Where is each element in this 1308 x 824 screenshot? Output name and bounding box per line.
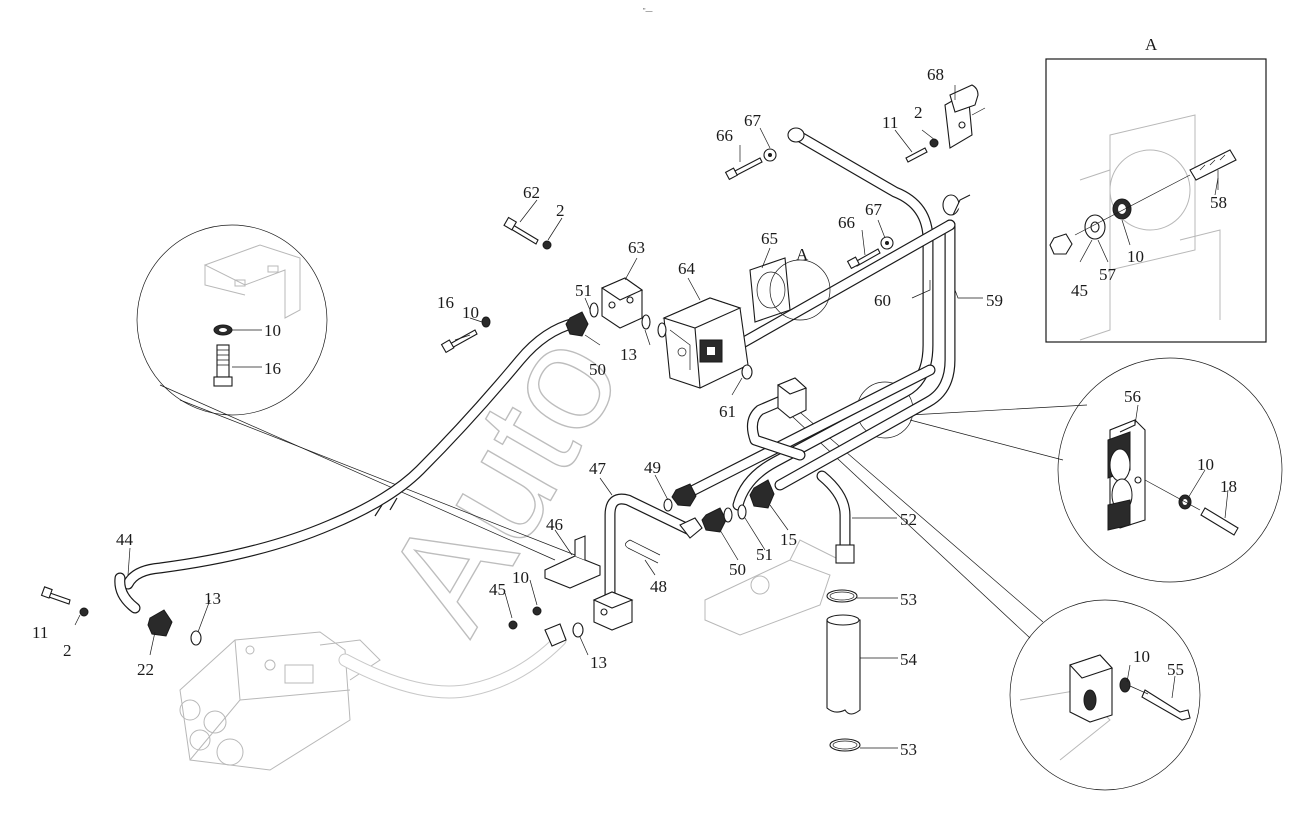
- gasket-65: [749, 257, 831, 323]
- callout-13: 13: [620, 345, 637, 364]
- background-hose: [338, 633, 567, 699]
- callout-54: 54: [900, 650, 918, 669]
- tube-52: [816, 470, 855, 564]
- callout-49: 49: [644, 458, 661, 477]
- callout-63: 63: [628, 238, 645, 257]
- callout-44: 44: [116, 530, 134, 549]
- callout-61: 61: [719, 402, 736, 421]
- callout-62: 62: [523, 183, 540, 202]
- callout-56: 56: [1124, 387, 1141, 406]
- callout-59: 59: [986, 291, 1003, 310]
- callout-67: 67: [744, 111, 762, 130]
- callout-labels: 68 2 11 66 67 66 67 62 2 63 64 65 A 10 1…: [32, 35, 1237, 759]
- callout-A: A: [796, 245, 809, 264]
- callout-10: 10: [1133, 647, 1150, 666]
- detail-title-A: A: [1145, 35, 1158, 54]
- detail-circle-left: [136, 224, 576, 561]
- leader-lines: [74, 85, 1229, 749]
- callout-46: 46: [546, 515, 563, 534]
- callout-10: 10: [462, 303, 479, 322]
- callout-50: 50: [729, 560, 746, 579]
- callout-66: 66: [838, 213, 855, 232]
- detail-circle-right-upper: [856, 357, 1283, 583]
- callout-51: 51: [756, 545, 773, 564]
- background-valve-block: [179, 631, 381, 771]
- callout-67: 67: [865, 200, 883, 219]
- callout-47: 47: [589, 459, 607, 478]
- callout-45: 45: [489, 580, 506, 599]
- hose-59: [724, 219, 956, 491]
- callout-64: 64: [678, 259, 696, 278]
- background-bracket: [704, 539, 841, 636]
- callout-58: 58: [1210, 193, 1227, 212]
- callout-48: 48: [650, 577, 667, 596]
- callout-10: 10: [264, 321, 281, 340]
- callout-50: 50: [589, 360, 606, 379]
- flange-63: [589, 277, 667, 338]
- detail-box-A: [1045, 58, 1267, 343]
- callout-51: 51: [575, 281, 592, 300]
- callout-55: 55: [1167, 660, 1184, 679]
- top-mark: "—: [643, 8, 653, 15]
- fittings: [147, 311, 861, 752]
- callout-18: 18: [1220, 477, 1237, 496]
- callout-11: 11: [32, 623, 48, 642]
- hose-44: [114, 317, 581, 614]
- detail-circle-right-lower: [779, 394, 1201, 791]
- callout-22: 22: [137, 660, 154, 679]
- pump-64: [662, 297, 753, 389]
- callout-2: 2: [63, 641, 72, 660]
- tube-61: [746, 389, 806, 461]
- callout-15: 15: [780, 530, 797, 549]
- callout-16: 16: [437, 293, 454, 312]
- hose-ends: [787, 127, 971, 216]
- callout-10: 10: [512, 568, 529, 587]
- callout-11: 11: [882, 113, 898, 132]
- callout-52: 52: [900, 510, 917, 529]
- callout-53: 53: [900, 740, 917, 759]
- callout-68: 68: [927, 65, 944, 84]
- callout-53: 53: [900, 590, 917, 609]
- bolts-and-washers: [40, 138, 939, 630]
- callout-66: 66: [716, 126, 733, 145]
- callout-13: 13: [590, 653, 607, 672]
- callout-10: 10: [1127, 247, 1144, 266]
- callout-57: 57: [1099, 265, 1117, 284]
- hose-to-49: [684, 364, 936, 498]
- tube-47: [604, 493, 696, 604]
- callout-16: 16: [264, 359, 281, 378]
- callout-45: 45: [1071, 281, 1088, 300]
- callout-2: 2: [914, 103, 923, 122]
- callout-10: 10: [1197, 455, 1214, 474]
- callout-65: 65: [761, 229, 778, 248]
- callout-13: 13: [204, 589, 221, 608]
- callout-2: 2: [556, 201, 565, 220]
- bracket-68: [944, 84, 986, 149]
- callout-60: 60: [874, 291, 891, 310]
